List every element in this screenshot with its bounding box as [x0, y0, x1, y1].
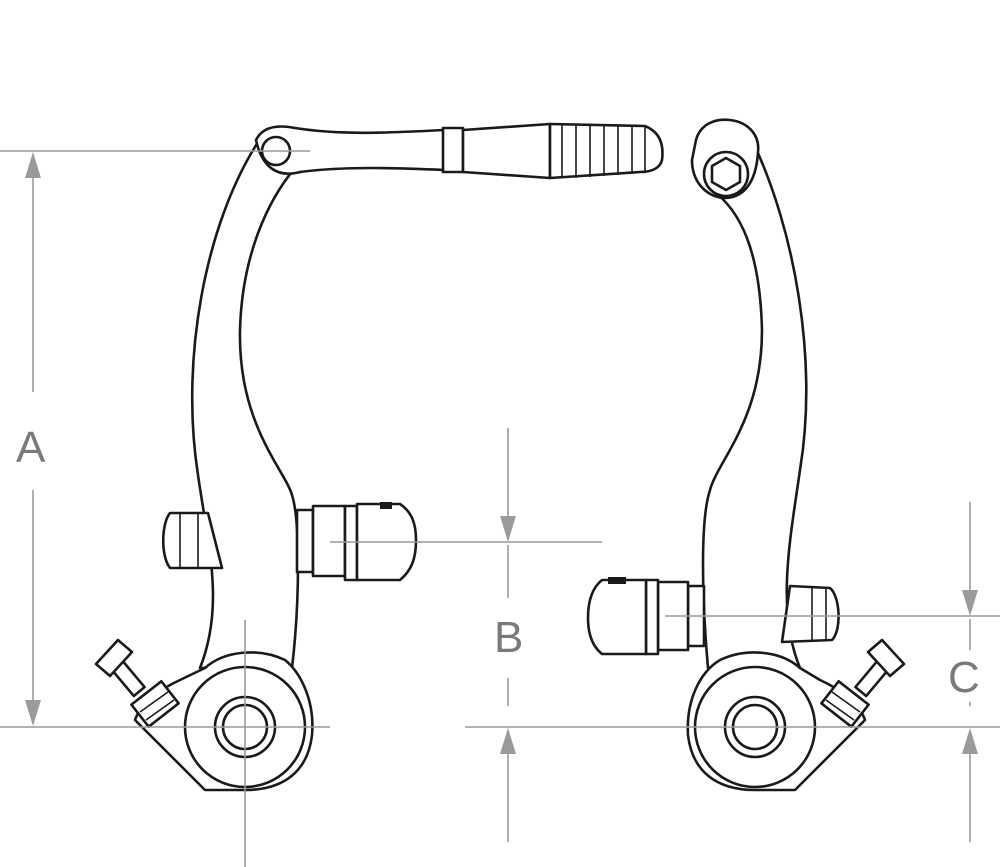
left-spring-tension-screw	[94, 638, 180, 729]
hex-bolt-icon	[710, 156, 742, 192]
dimension-A: A	[16, 152, 46, 726]
reference-lines	[0, 150, 1000, 867]
dimension-A-label: A	[16, 423, 46, 472]
dimension-C-label: C	[948, 653, 980, 702]
noodle-tube	[461, 122, 552, 180]
dimension-C: C	[948, 502, 980, 842]
left-arm-body	[190, 140, 300, 670]
dimension-B-label: B	[494, 613, 523, 662]
left-brake-arm	[94, 122, 664, 792]
rubber-boot	[548, 122, 664, 180]
dimension-B: B	[494, 428, 523, 842]
left-pad-outer-nut	[161, 511, 224, 570]
right-brake-arm	[586, 118, 906, 792]
noodle-collar	[441, 126, 465, 174]
left-brake-pad	[295, 502, 418, 582]
right-pad-outer-nut	[780, 584, 840, 644]
right-spring-tension-screw	[820, 638, 906, 729]
boot-ribs	[561, 125, 646, 178]
